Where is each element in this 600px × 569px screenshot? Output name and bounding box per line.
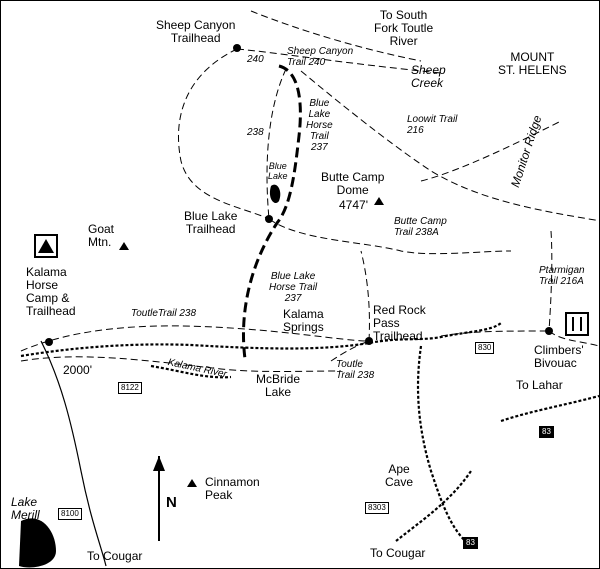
label-cinnamon-peak: Cinnamon Peak [205,475,260,502]
label-sheep-creek: Sheep Creek [411,63,446,90]
kalama-river [20,356,342,372]
road-badge-8100: 8100 [58,508,82,520]
road-8100 [40,340,107,567]
label-238: 238 [247,127,264,138]
red-rock-connector [360,250,370,342]
road-badge-83-bottom: 83 [463,537,478,549]
road-badge-830: 830 [475,342,495,354]
label-mount-st-helens: MOUNT ST. HELENS [498,50,567,77]
road-8303 [416,345,472,547]
road-badge-83-top: 83 [539,426,554,438]
label-to-south-fork: To South Fork Toutle River [374,8,434,48]
blue-lake [269,184,281,204]
peak-triangle-icon [374,197,384,205]
lake-merill [19,518,56,568]
trailhead-dot-icon [233,44,241,52]
label-kalama-springs: Kalama Springs [283,307,324,334]
ridge-line [420,120,562,182]
label-north: N [166,494,177,511]
toutle-trail-238 [20,325,370,352]
label-sheep-canyon-trail: Sheep Canyon Trail 240 [287,46,354,68]
label-ape-cave: Ape Cave [385,462,414,489]
label-ptarmigan: Ptarmigan Trail 216A [539,265,585,287]
campground-icon [34,234,58,258]
label-toutle-trail-238-left: ToutleTrail 238 [131,308,197,319]
label-climbers-bivouac: Climbers' Bivouac [534,343,584,370]
road-badge-8303: 8303 [365,502,389,514]
road-badge-8122: 8122 [118,382,142,394]
blue-lake-horse-trail-237 [241,64,302,360]
label-to-cougar-left: To Cougar [87,549,143,563]
bivouac-trail [440,330,550,337]
label-elev-2000: 2000' [63,363,92,377]
label-to-lahar: To Lahar [516,378,563,392]
trail-238-west [178,48,270,220]
label-blue-lake-horse-237-bottom: Blue Lake Horse Trail 237 [269,271,318,304]
trailhead-dot-icon [545,327,553,335]
road-to-lahar [500,394,599,423]
trailhead-dot-icon [45,338,53,346]
label-to-cougar-right: To Cougar [370,546,426,560]
label-blue-lake-th: Blue Lake Trailhead [184,209,238,236]
ptarmigan-trail [548,230,553,332]
label-toutle-trail-238-right: Toutle Trail 238 [336,359,375,381]
peak-triangle-icon [187,479,197,487]
sheep-creek-line [250,10,422,62]
label-kalama-horse-camp: Kalama Horse Camp & Trailhead [26,265,76,318]
label-blue-lake: Blue Lake [268,161,288,181]
north-arrow-icon [153,456,165,541]
label-sheep-canyon-th: Sheep Canyon Trailhead [156,18,236,45]
label-240: 240 [247,54,264,65]
sheep-canyon-trail [236,48,442,74]
road-main [20,322,502,358]
peak-triangle-icon [119,242,129,250]
label-red-rock-pass: Red Rock Pass Trailhead [373,303,426,343]
label-butte-elev: 4747' [339,198,368,212]
label-loowit: Loowit Trail 216 [407,114,458,136]
trail-238-east [266,68,287,220]
label-butte-camp-dome: Butte Camp Dome [321,170,385,197]
road-8122 [150,364,232,379]
butte-camp-trail [268,218,512,255]
climbers-icon [565,312,589,336]
label-butte-camp-trail: Butte Camp Trail 238A [394,216,447,238]
label-goat-mtn: Goat Mtn. [88,222,115,249]
trailhead-dot-icon [265,215,273,223]
loowit-trail [300,70,599,222]
label-mcbride-lake: McBride Lake [256,372,301,399]
label-blue-lake-horse-237-top: Blue Lake Horse Trail 237 [306,98,333,153]
red-rock-spur [330,340,370,362]
road-south [395,470,472,542]
label-lake-merill: Lake Merill [11,495,40,522]
trailhead-dot-icon [365,337,373,345]
